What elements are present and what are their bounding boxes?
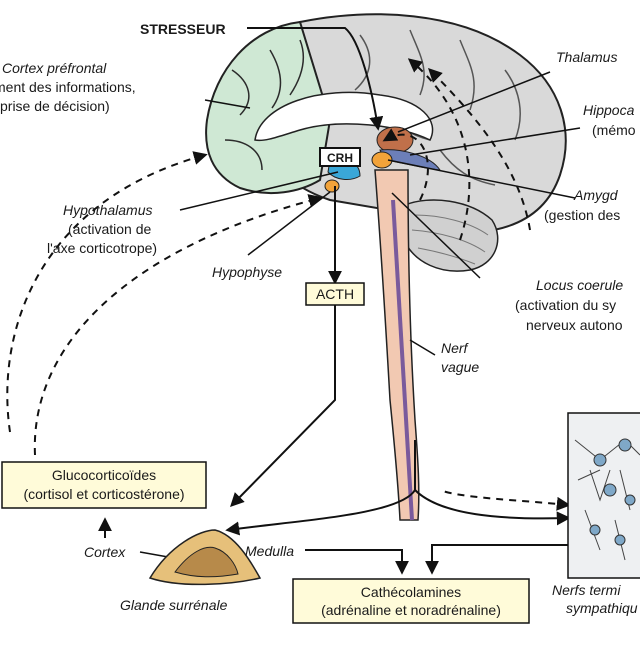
vagus-label-2: vague [441,359,479,375]
cerebellum [404,199,499,272]
hippocampus-role: (mémo [592,122,636,138]
hypothalamus-role-2: l'axe corticotrope) [47,240,157,256]
prefrontal-cortex-region [205,20,332,194]
hypothalamus-role-1: (activation de [68,221,151,237]
glucocorticoids-box [1,461,207,509]
acth-label: ACTH [316,286,354,302]
adrenal-gland [148,529,262,586]
crh-label: CRH [327,151,353,165]
pituitary-gland [324,179,340,193]
thalamus-label: Thalamus [556,49,617,65]
glucocorticoids-title: Glucocorticoïdes [52,467,156,483]
stressor-label: STRESSEUR [140,21,226,37]
vagus-nerve [391,199,414,521]
locus-label: Locus coerule [536,277,623,293]
prefrontal-role-2: prise de décision) [0,98,110,114]
catecholamines-box [292,578,530,624]
vagus-label-1: Nerf [441,340,470,356]
sympathetic-label-2: sympathiqu [566,600,638,616]
locus-role-1: (activation du sy [515,297,616,313]
thalamus-region [376,126,414,154]
catecholamines-title: Cathécolamines [361,584,461,600]
amygdala-role: (gestion des [544,207,620,223]
pituitary-label: Hypophyse [212,264,282,280]
amygdala-region [371,151,393,169]
prefrontal-name: Cortex préfrontal [2,60,107,76]
catecholamines-detail: (adrénaline et noradrénaline) [321,602,501,618]
adrenal-gland-label: Glande surrénale [120,597,228,613]
corpus-callosum [254,91,434,142]
frontal-gyri [224,39,304,171]
hippocampus-label: Hippoca [583,102,635,118]
glucocorticoids-detail: (cortisol et corticostérone) [23,486,184,502]
sympathetic-label-1: Nerfs termi [552,582,621,598]
arrows [98,27,571,575]
hypothalamus-label: Hypothalamus [63,202,153,218]
prefrontal-role-1: ment des informations, [0,79,136,95]
label-pointers [139,71,581,566]
medulla-label: Medulla [245,543,294,559]
crh-box [319,147,361,167]
cortex-label: Cortex [84,544,126,560]
amygdala-label: Amygd [573,187,619,203]
nerve-terminals-panel [567,412,640,579]
acth-box [305,282,365,306]
locus-role-2: nerveux autono [526,317,623,333]
